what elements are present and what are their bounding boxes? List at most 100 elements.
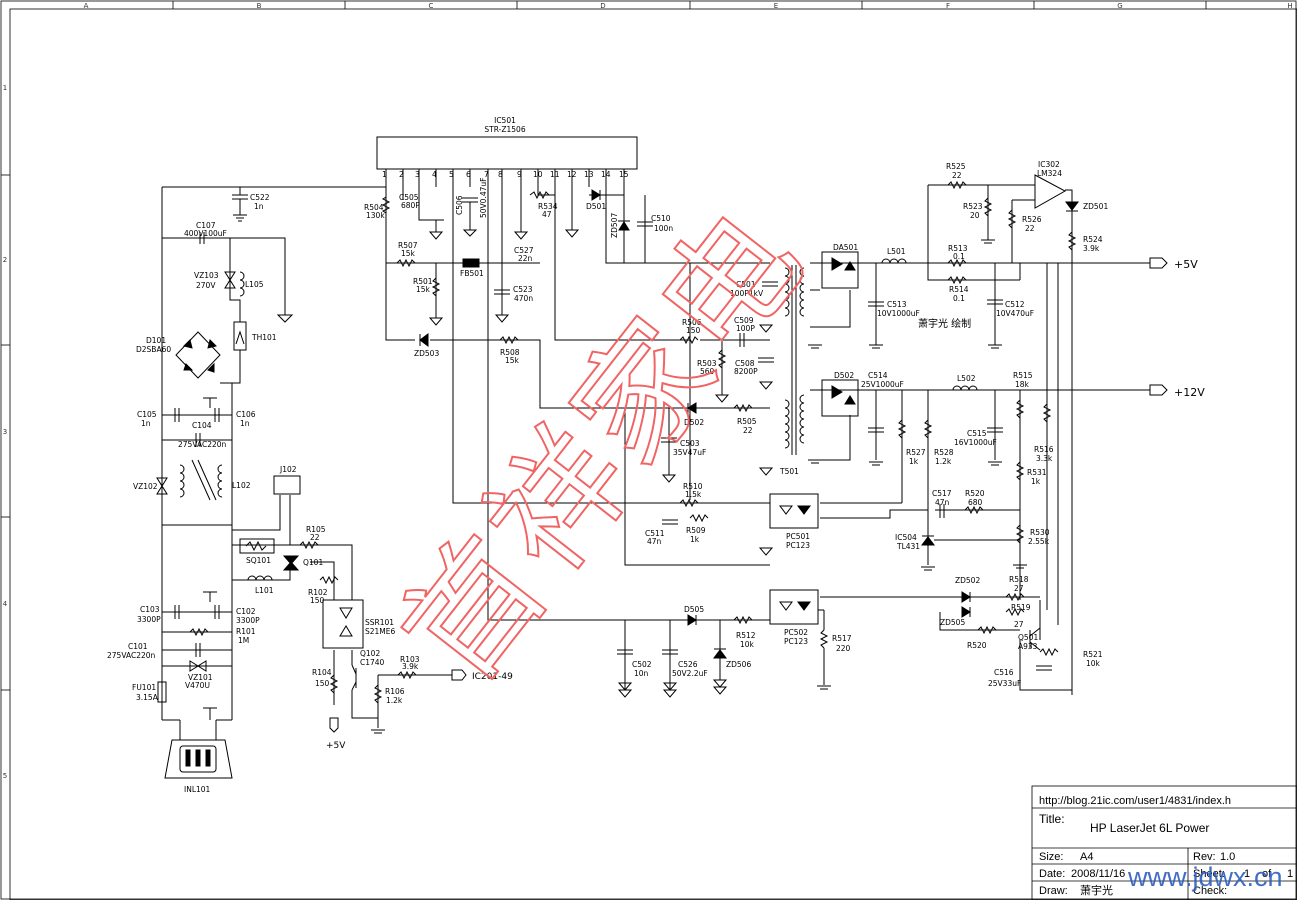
title-block-size: A4 xyxy=(1080,851,1093,863)
r514-val: 0.1 xyxy=(953,294,965,303)
grid-row-4: 4 xyxy=(3,600,8,608)
grid-row-1: 1 xyxy=(3,84,7,92)
c517-val: 47n xyxy=(935,498,950,507)
capacitor-c508: C508 8200P xyxy=(734,357,774,376)
ground-icon xyxy=(513,231,529,240)
title-block-draw-label: Draw: xyxy=(1039,885,1068,897)
l501-ref: L501 xyxy=(887,247,906,256)
r520a-ref: R520 xyxy=(965,489,985,498)
title-block: http://blog.21ic.com/user1/4831/index.h … xyxy=(1031,785,1297,900)
r528-val: 1.2k xyxy=(935,457,952,466)
r523-ref: R523 xyxy=(963,202,983,211)
fuse-fu101: FU101 3.15A xyxy=(132,681,167,703)
capacitor-c502: C502 10n xyxy=(617,649,652,691)
resistor-r512: R512 10k xyxy=(733,615,756,649)
q101-ref: Q101 xyxy=(303,558,323,567)
l101-ref: L101 xyxy=(255,586,274,595)
r508-ref: R508 xyxy=(500,348,520,357)
ground-icon xyxy=(617,689,633,698)
ferrite-fb501: FB501 xyxy=(460,258,484,278)
ground-icon xyxy=(988,461,1002,466)
r523-val: 20 xyxy=(970,211,980,220)
c516-val: 25V33uF xyxy=(988,679,1021,688)
c527-ref: C527 xyxy=(514,246,534,255)
grid-col-g: G xyxy=(1117,2,1122,10)
ground-icon xyxy=(276,314,294,323)
title-block-date-label: Date: xyxy=(1039,868,1065,880)
c509-ref: C509 xyxy=(734,316,754,325)
pin-label: 3 xyxy=(415,170,420,179)
ssr101-ref: SSR101 xyxy=(365,618,394,627)
diode-d502b: D502 xyxy=(821,371,859,417)
resistor-r501: R501 15k xyxy=(413,277,441,297)
c513-ref: C513 xyxy=(887,300,907,309)
r102-ref: R102 xyxy=(308,588,328,597)
footer-watermark: www.jdwx.cn xyxy=(1127,862,1283,892)
resistor-r515: R515 18k xyxy=(1013,371,1033,419)
varistor-vz101: VZ101 V470U xyxy=(185,660,213,690)
varistor-vz103: VZ103 270V xyxy=(194,271,236,290)
r516-val: 3.3k xyxy=(1036,454,1053,463)
inductor-l502: L502 xyxy=(952,374,978,391)
r530-val: 2.55k xyxy=(1028,537,1050,546)
r505-val: 22 xyxy=(743,426,753,435)
resistor-r531: R531 1k xyxy=(1015,461,1047,486)
ic501-part: STR-Z1506 xyxy=(484,125,525,134)
r531-ref: R531 xyxy=(1027,468,1047,477)
resistor-r520b: R520 xyxy=(967,625,997,650)
r524-ref: R524 xyxy=(1083,235,1103,244)
inductor-l101: L101 xyxy=(247,575,274,595)
c503-val: 35V47uF xyxy=(673,448,706,457)
zd506-ref: ZD506 xyxy=(726,660,751,669)
pin-label: 10 xyxy=(533,170,543,179)
thermistor-th101: TH101 xyxy=(233,321,277,351)
title-block-check-label: Check: xyxy=(1193,885,1227,897)
ground-icon xyxy=(203,591,217,602)
capacitor-c103: C103 3300P xyxy=(137,605,180,624)
r106-val: 1.2k xyxy=(386,696,403,705)
zd505-ref: ZD505 xyxy=(940,618,965,627)
c523-ref: C523 xyxy=(513,285,533,294)
zener-zd505: ZD505 xyxy=(940,606,971,627)
diode-d501: D501 xyxy=(586,189,606,211)
r103-val: 3.9k xyxy=(402,662,419,671)
capacitor-c506: C506 50V0.47uF xyxy=(455,178,488,237)
ic501-ref: IC501 xyxy=(494,116,516,125)
watermark-signature: 萧宇光 绘制 xyxy=(918,317,971,330)
ground-icon xyxy=(428,317,444,326)
r513-val: 0.1 xyxy=(953,252,965,261)
port-ic201: IC201-49 xyxy=(451,669,513,682)
fu101-val: 3.15A xyxy=(136,693,159,702)
capacitor-c102: C102 3300P xyxy=(214,605,260,625)
c502-val: 10n xyxy=(634,669,649,678)
capacitor-c523: C523 470n xyxy=(494,285,533,323)
c501-ref: C501 xyxy=(736,280,756,289)
capacitor-c106: C106 1n xyxy=(214,408,256,428)
resistor-r510: R510 1.5k xyxy=(679,482,703,508)
r519-ref: R519 xyxy=(1011,603,1031,612)
c523-val: 470n xyxy=(514,294,533,303)
r524-val: 3.9k xyxy=(1083,244,1100,253)
title-block-size-label: Size: xyxy=(1039,851,1063,863)
r515-val: 18k xyxy=(1015,380,1030,389)
r501-val: 15k xyxy=(416,285,431,294)
ground-icon xyxy=(714,394,730,403)
ic504-val: TL431 xyxy=(896,542,920,551)
relay-sq101: SQ101 xyxy=(239,538,275,565)
pin-label: 15 xyxy=(619,170,629,179)
resistor-r521: R521 10k xyxy=(1039,647,1103,668)
r520a-val: 680 xyxy=(968,498,983,507)
grid-col-e: E xyxy=(774,2,778,10)
r101-val: 1M xyxy=(238,636,249,645)
capacitor-c104: C104 275VAC220n xyxy=(178,421,227,449)
r101-ref: R101 xyxy=(236,627,256,636)
vz103-ref: VZ103 xyxy=(194,271,219,280)
grid-col-a: A xyxy=(84,2,89,10)
pc501-ref: PC501 xyxy=(786,532,810,541)
pin-label: 1 xyxy=(382,170,387,179)
c510-ref: C510 xyxy=(651,214,671,223)
title-block-title: HP LaserJet 6L Power xyxy=(1090,821,1209,835)
resistor-r106: R106 1.2k xyxy=(373,684,405,705)
capacitor-c101: C101 275VAC220n xyxy=(107,642,201,660)
